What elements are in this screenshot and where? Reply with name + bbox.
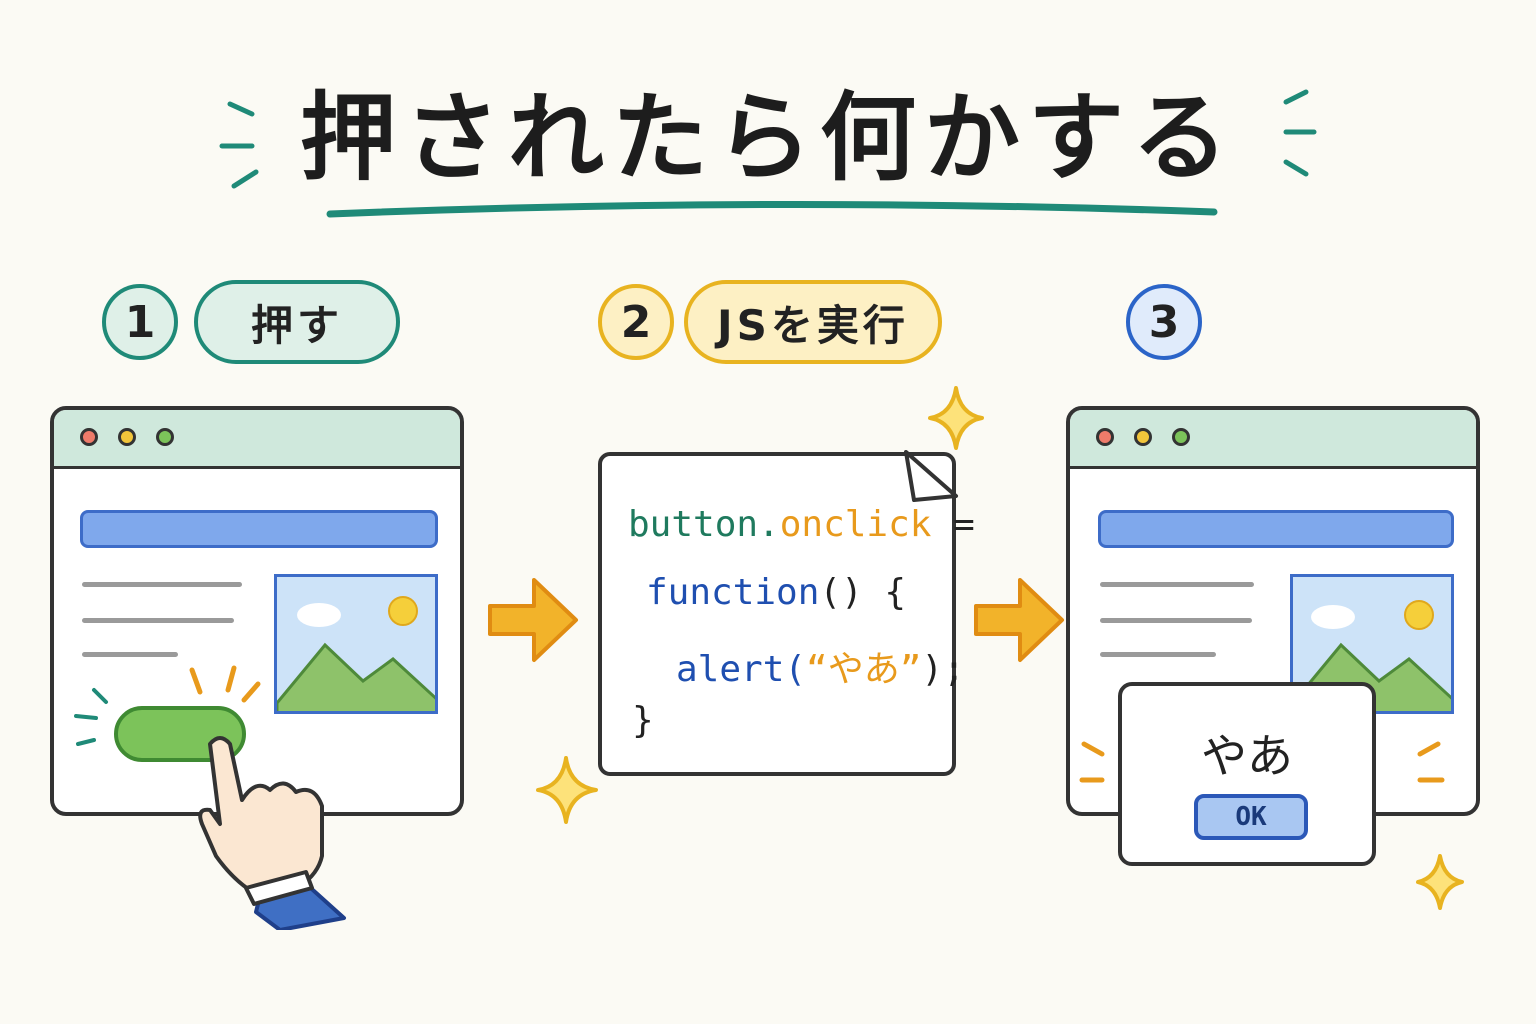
mountain-image-icon bbox=[274, 574, 438, 714]
step-2-number: 2 bbox=[598, 284, 674, 360]
maximize-dot-icon bbox=[1172, 428, 1190, 446]
code-line-1: button.onclick = bbox=[628, 504, 975, 545]
text-line bbox=[1100, 652, 1216, 657]
code-operator: = bbox=[931, 504, 975, 545]
text-line bbox=[82, 618, 234, 623]
text-line bbox=[1100, 582, 1254, 587]
arrow-right-icon bbox=[488, 578, 578, 662]
step-2-label-text: JSを実行 bbox=[717, 300, 909, 350]
code-card bbox=[598, 452, 956, 776]
text-line bbox=[1100, 618, 1252, 623]
page-title: 押されたら何かする bbox=[300, 82, 1236, 194]
code-object: button. bbox=[628, 504, 780, 545]
page-fold-icon bbox=[904, 450, 958, 502]
code-line-2: function() { bbox=[646, 572, 906, 613]
dialog-emphasis-marks bbox=[1079, 741, 1445, 783]
text-line bbox=[82, 582, 242, 587]
ok-button[interactable]: OK bbox=[1194, 794, 1308, 840]
step-1-number: 1 bbox=[102, 284, 178, 360]
step-2-number-text: 2 bbox=[620, 296, 652, 348]
code-line-3: alert(“やあ”); bbox=[676, 640, 965, 692]
alert-message: やあ bbox=[1201, 729, 1293, 783]
address-bar bbox=[80, 510, 438, 548]
code-line-4: } bbox=[632, 700, 654, 741]
close-dot-icon bbox=[1096, 428, 1114, 446]
text-line bbox=[82, 652, 178, 657]
code-function-keyword: function bbox=[646, 572, 820, 613]
ok-button-label: OK bbox=[1235, 802, 1267, 832]
browser-titlebar bbox=[1070, 410, 1476, 469]
hand-pointer-icon bbox=[74, 665, 346, 930]
step-2-label: JSを実行 bbox=[684, 280, 942, 364]
alert-dialog: やあ OK bbox=[1118, 682, 1376, 866]
maximize-dot-icon bbox=[156, 428, 174, 446]
address-bar bbox=[1098, 510, 1454, 548]
code-string: “やあ” bbox=[806, 649, 922, 690]
sparkle-icon bbox=[536, 756, 598, 824]
close-dot-icon bbox=[80, 428, 98, 446]
step-3-number-text: 3 bbox=[1148, 296, 1180, 348]
minimize-dot-icon bbox=[1134, 428, 1152, 446]
arrow-right-icon bbox=[974, 578, 1064, 662]
step-1-label-text: 押す bbox=[250, 300, 343, 350]
step-3-number: 3 bbox=[1126, 284, 1202, 360]
code-property: onclick bbox=[779, 504, 932, 545]
minimize-dot-icon bbox=[118, 428, 136, 446]
sparkle-icon bbox=[928, 386, 984, 450]
emphasis-marks-left bbox=[219, 101, 259, 189]
code-function-params: () { bbox=[819, 572, 907, 613]
step-1-number-text: 1 bbox=[124, 296, 156, 348]
browser-titlebar bbox=[54, 410, 460, 469]
step-1-label: 押す bbox=[194, 280, 400, 364]
emphasis-marks-right bbox=[1283, 89, 1317, 177]
code-alert-call: alert( bbox=[676, 649, 807, 690]
sparkle-icon bbox=[1416, 854, 1464, 910]
code-end: ); bbox=[921, 649, 965, 690]
